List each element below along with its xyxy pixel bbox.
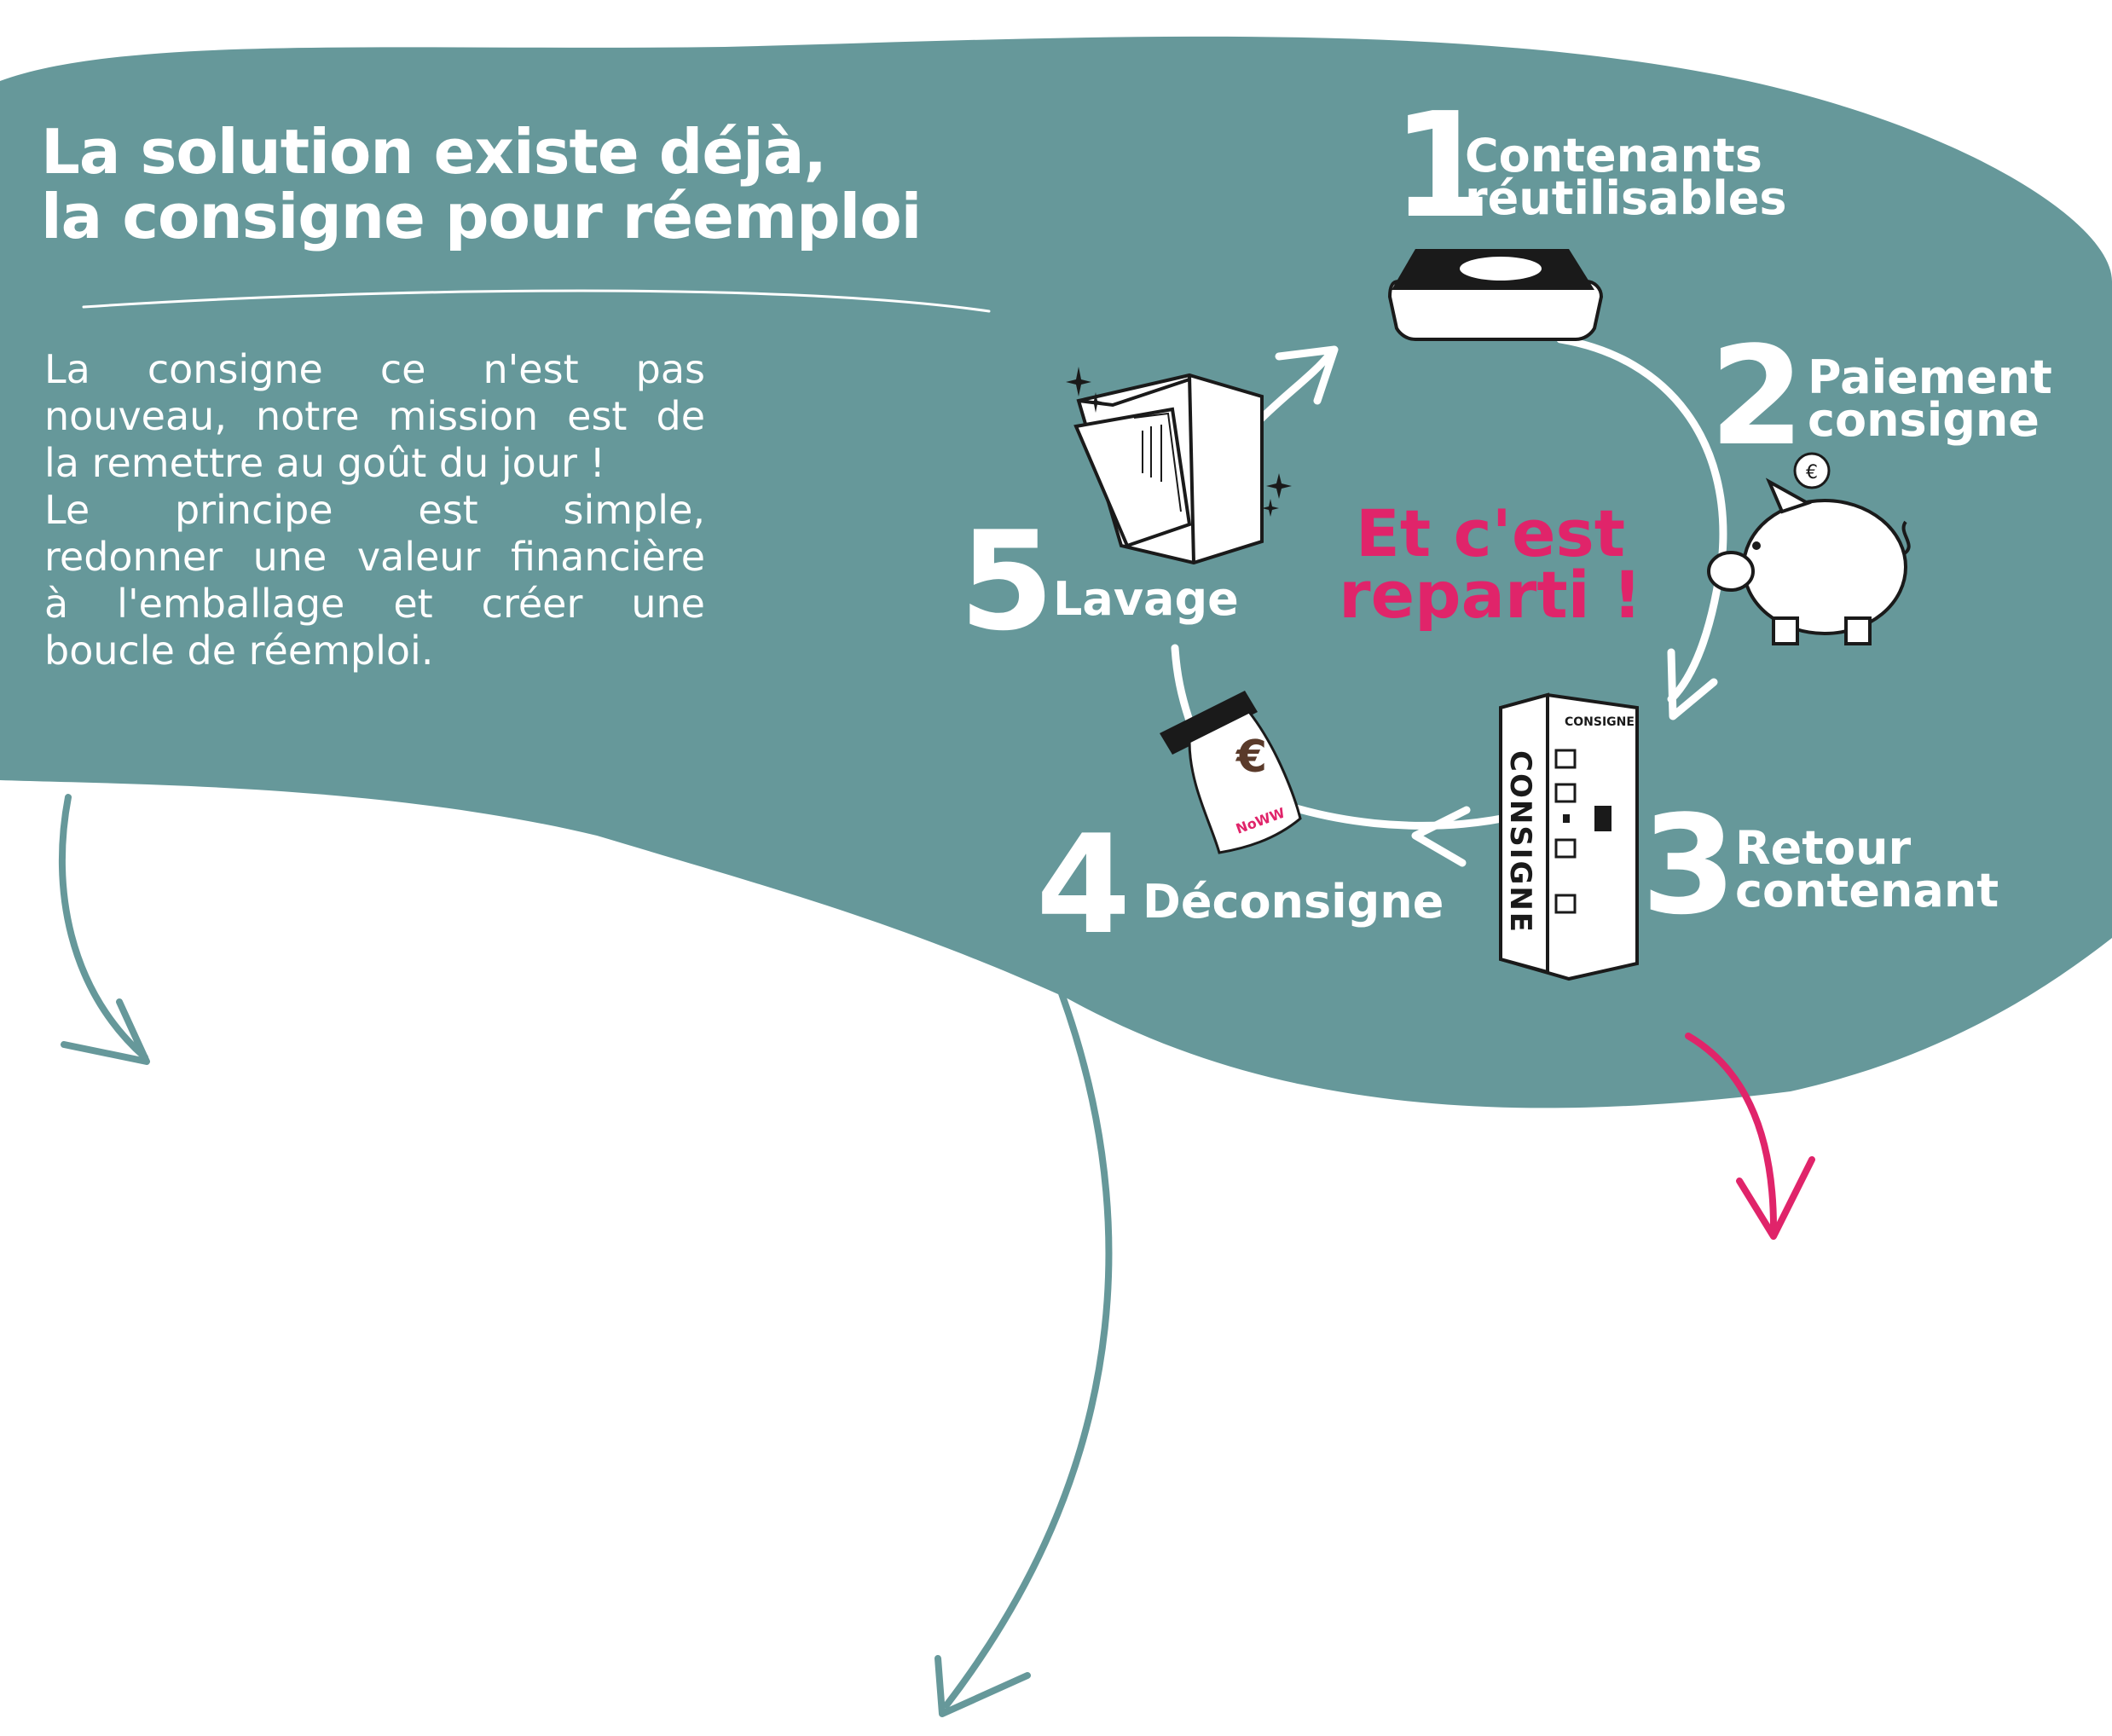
tagline-line-2: reparti ! [1339,557,1642,633]
pink-arrow [1685,1033,1815,1240]
step-5-number: 5 [959,501,1055,661]
arrow-head-down [1667,648,1718,720]
euro-receipt-icon: € NoWW [1160,691,1302,854]
step-1-label-line: réutilisables [1465,171,1787,225]
arrow-4-to-5 [1171,644,1194,725]
step-3-number: 3 [1641,785,1737,945]
step-4-label: Déconsigne [1143,875,1444,929]
intro-line: Le principe est simple, [44,487,705,533]
decorative-arrows [58,794,1113,1717]
reusable-container-icon [1387,249,1604,341]
deposit-machine-icon: CONSIGNE CONSIGNE [1499,692,1639,981]
step-4-number: 4 [1036,805,1131,964]
intro-line: La consigne ce n'est pas [44,346,705,392]
machine-top-label: CONSIGNE [1565,715,1635,729]
title-line-1: La solution existe déjà, [41,116,827,188]
long-arrow [943,990,1113,1709]
page-title: La solution existe déjà, la consigne pou… [41,116,922,252]
intro-line: à l'emballage et créer une [44,581,705,627]
step-2-label: Paiement consigne [1808,350,2052,447]
step-1-label-line: Contenants [1465,129,1762,182]
step-3-label-line: Retour [1735,821,1912,875]
arrow-head-upright [1275,345,1339,405]
step-1-label: Contenants réutilisables [1465,129,1787,225]
step-4-label-line: Déconsigne [1143,875,1444,929]
cycle-center-tagline: Et c'est reparti ! [1303,495,1678,633]
step-3-label-line: contenant [1735,864,1999,917]
intro-line: boucle de réemploi. [44,628,434,674]
step-2-number: 2 [1710,316,1805,476]
step-2-label-line: consigne [1808,393,2040,447]
step-3-label: Retour contenant [1735,821,1999,917]
coin-symbol: € [1806,462,1818,483]
tagline-line-1: Et c'est [1355,495,1626,571]
intro-line: redonner une valeur financière [44,534,705,580]
intro-line: nouveau, notre mission est de [44,393,705,439]
receipt-euro-symbol: € [1235,732,1267,783]
step-5-label: Lavage [1053,572,1239,626]
arrow-1-to-2 [1556,335,1727,703]
long-arrow-head [934,1655,1031,1717]
arrow-5-to-1 [1253,350,1334,426]
intro-line: la remettre au goût du jour ! [44,440,605,486]
step-5-label-line: Lavage [1053,572,1239,626]
left-arrow [58,794,148,1061]
left-arrow-head [61,998,150,1065]
title-line-2: la consigne pour réemploi [41,181,922,252]
step-2-label-line: Paiement [1808,350,2052,404]
intro-paragraph: La consigne ce n'est pas nouveau, notre … [44,346,705,674]
headline-underline [82,289,991,313]
piggy-bank-icon: € [1707,452,1911,645]
step-1-number: 1 [1392,82,1493,251]
machine-vertical-label: CONSIGNE [1503,750,1537,934]
arrow-head-left [1411,806,1471,867]
dishwasher-icon [1066,367,1292,565]
